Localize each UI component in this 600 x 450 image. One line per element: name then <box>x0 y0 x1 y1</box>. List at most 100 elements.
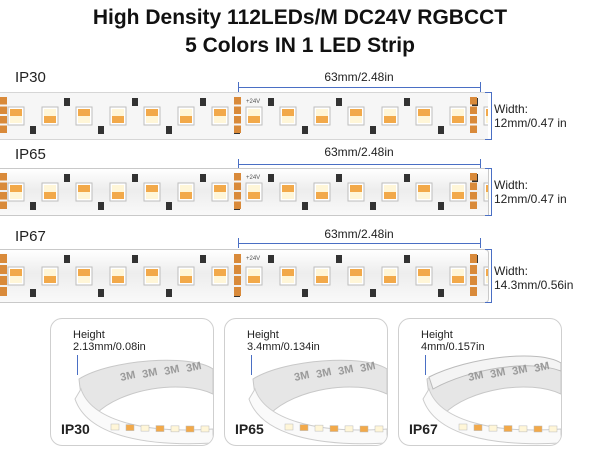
solder-pads <box>234 97 241 133</box>
led-chip <box>41 266 59 286</box>
led-chip <box>533 425 543 433</box>
led-chip <box>483 266 488 286</box>
height-title: Height <box>421 329 453 341</box>
led-chip <box>75 266 93 286</box>
led-chip <box>483 106 488 126</box>
resistor <box>200 174 206 182</box>
led-chip <box>7 182 25 202</box>
tape-brand-mark: 3M <box>141 366 158 381</box>
led-chip <box>211 106 229 126</box>
tape-brand-mark: 3M <box>293 369 310 384</box>
resistor <box>268 174 274 182</box>
width-label-value: 12mm/0.47 in <box>494 192 567 206</box>
resistor <box>64 174 70 182</box>
height-marker <box>425 355 426 375</box>
resistor <box>336 255 342 263</box>
solder-pads <box>470 254 477 296</box>
resistor <box>370 202 376 210</box>
led-chip <box>359 425 369 433</box>
width-label-title: Width: <box>494 264 529 278</box>
title-line-2: 5 Colors IN 1 LED Strip <box>185 34 415 57</box>
tape-brand-mark: 3M <box>511 363 528 378</box>
length-dimension-tick-right <box>480 82 481 92</box>
length-dimension-tick-left <box>238 82 239 92</box>
led-chip <box>473 424 483 431</box>
resistor <box>166 126 172 134</box>
resistor <box>166 289 172 297</box>
led-chip <box>185 425 195 433</box>
led-strip-ip30: +24V <box>0 92 488 140</box>
led-chip <box>483 182 488 202</box>
resistor <box>404 174 410 182</box>
led-chip <box>299 424 309 431</box>
led-chip <box>7 266 25 286</box>
led-chip <box>245 106 263 126</box>
led-chip <box>75 182 93 202</box>
tape-brand-mark: 3M <box>185 360 202 375</box>
width-bracket <box>485 92 492 140</box>
led-chip <box>143 182 161 202</box>
resistor <box>98 126 104 134</box>
length-dimension-tick-right <box>480 159 481 169</box>
led-chip <box>279 182 297 202</box>
led-chip <box>449 182 467 202</box>
led-chip <box>177 182 195 202</box>
height-value: 3.4mm/0.134in <box>247 341 320 353</box>
led-chip <box>211 182 229 202</box>
tape-brand-mark: 3M <box>359 360 376 375</box>
led-chip <box>329 425 339 432</box>
led-chip <box>143 266 161 286</box>
resistor <box>132 255 138 263</box>
led-chip <box>347 266 365 286</box>
led-chip <box>7 106 25 126</box>
resistor <box>438 202 444 210</box>
resistor <box>302 126 308 134</box>
width-label-value: 12mm/0.47 in <box>494 116 567 130</box>
length-dimension-label: 63mm/2.48in <box>324 145 394 159</box>
tape-brand-mark: 3M <box>337 363 354 378</box>
solder-pads <box>470 173 477 209</box>
led-chip <box>458 423 468 431</box>
led-chip <box>279 266 297 286</box>
length-dimension-tick-left <box>238 159 239 169</box>
led-strip-graphic: +24V <box>0 173 488 210</box>
led-chip <box>125 424 135 431</box>
led-chip <box>347 106 365 126</box>
resistor <box>438 126 444 134</box>
led-chip <box>110 423 120 431</box>
resistor <box>268 255 274 263</box>
led-chip <box>109 182 127 202</box>
led-chip <box>313 266 331 286</box>
led-chip <box>381 266 399 286</box>
height-title: Height <box>247 329 279 341</box>
width-label-title: Width: <box>494 178 529 192</box>
height-marker <box>77 355 78 375</box>
resistor <box>132 98 138 106</box>
width-label: Width: 12mm/0.47 in <box>494 178 567 206</box>
resistor <box>438 289 444 297</box>
solder-pads <box>234 254 241 296</box>
width-label: Width: 12mm/0.47 in <box>494 102 567 130</box>
length-dimension-line <box>238 164 480 165</box>
segment-marking: +24V <box>246 175 260 181</box>
led-chip <box>284 423 294 431</box>
solder-pads <box>470 97 477 133</box>
tape-brand-mark: 3M <box>533 360 550 375</box>
tape-brand-mark: 3M <box>163 363 180 378</box>
led-chip <box>75 106 93 126</box>
led-chip <box>155 425 165 432</box>
led-chip <box>140 424 150 432</box>
length-dimension-label: 63mm/2.48in <box>324 70 394 84</box>
width-label-title: Width: <box>494 102 529 116</box>
resistor <box>98 202 104 210</box>
led-strip-graphic: +24V <box>0 97 488 134</box>
length-dimension-tick-left <box>238 238 239 248</box>
led-chip <box>415 106 433 126</box>
height-value: 2.13mm/0.08in <box>73 341 146 353</box>
resistor <box>404 255 410 263</box>
strip-ip-label: IP65 <box>15 146 46 163</box>
